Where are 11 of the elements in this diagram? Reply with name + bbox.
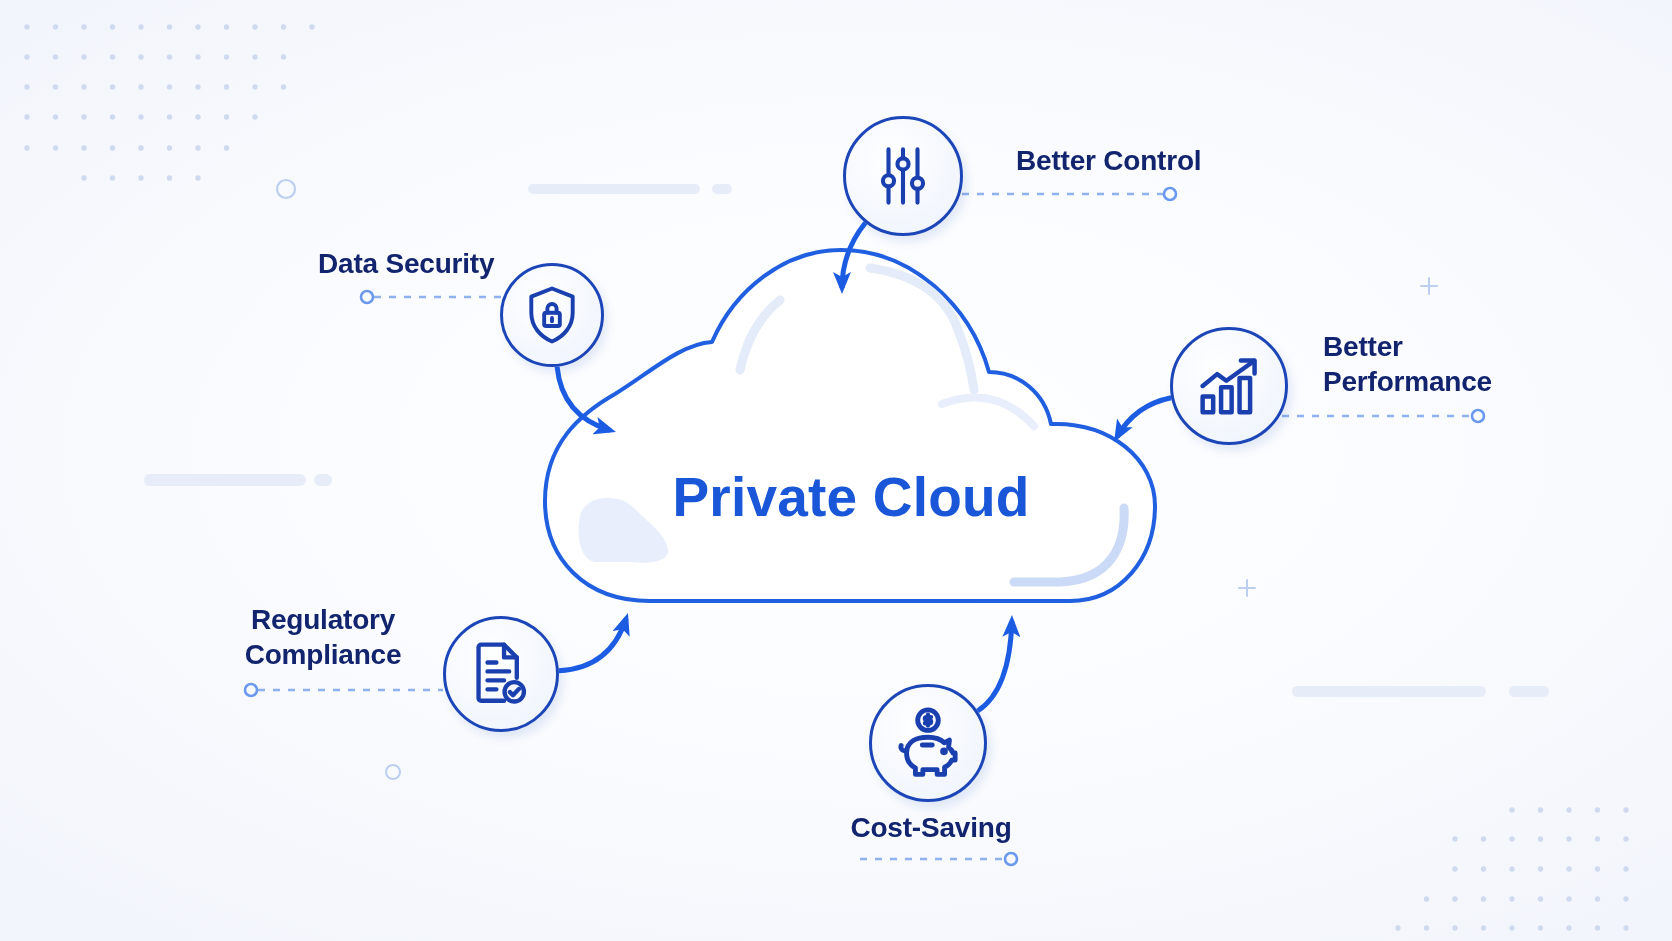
feature-label: Cost-Saving <box>850 811 1012 845</box>
curved-arrow <box>1113 395 1172 442</box>
feature-label: Regulatory Compliance <box>243 603 403 672</box>
curved-arrow <box>558 613 629 674</box>
curved-arrow <box>833 221 868 294</box>
feature-label: Better Performance <box>1323 330 1493 399</box>
feature-label: Data Security <box>318 247 495 281</box>
feature-label: Better Control <box>1016 144 1202 178</box>
curved-arrow <box>554 366 616 434</box>
cloud-title: Private Cloud <box>672 465 1030 529</box>
curved-arrow <box>976 615 1021 713</box>
